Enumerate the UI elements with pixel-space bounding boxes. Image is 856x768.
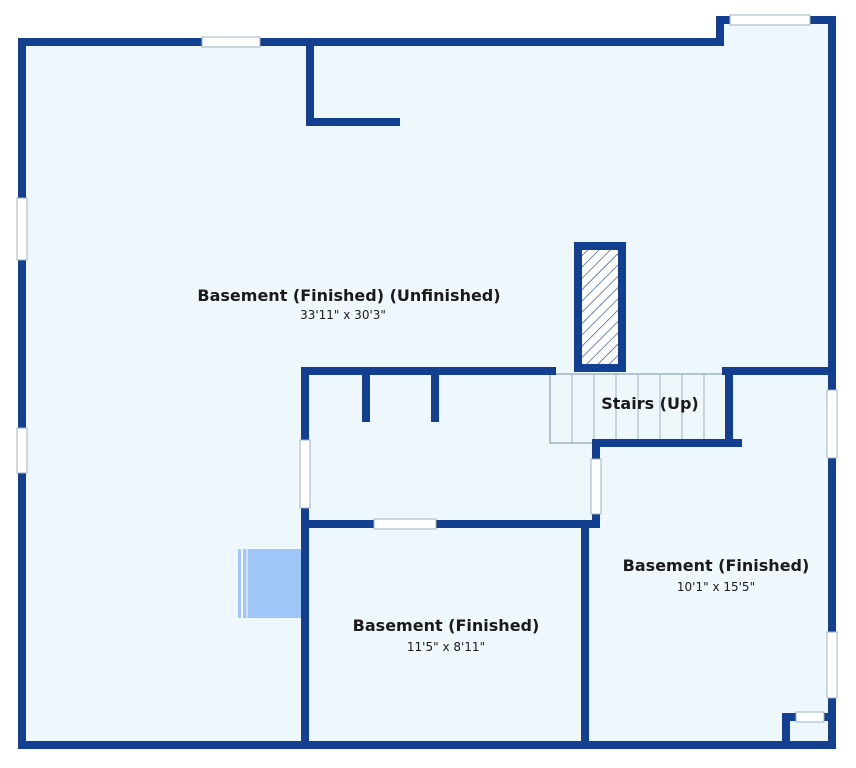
opening-closet: [795, 711, 825, 723]
window-top-left: [201, 36, 261, 48]
chimney: [574, 242, 626, 372]
room-name: Basement (Finished) (Unfinished): [197, 286, 500, 305]
room-label-right: Basement (Finished) 10'1" x 15'5": [623, 556, 810, 594]
room-dimensions: 11'5" x 8'11": [407, 640, 485, 654]
window-top-right: [729, 14, 811, 26]
stairs: [549, 373, 727, 444]
floor-area: [22, 20, 832, 745]
fixture: [238, 549, 302, 618]
room-name: Basement (Finished): [353, 616, 540, 635]
room-dimensions: 33'11" x 30'3": [300, 308, 386, 322]
window-left-lower: [16, 427, 28, 474]
opening-inner-mid: [590, 458, 602, 515]
opening-small-room: [373, 518, 437, 530]
window-right-lower: [826, 631, 838, 699]
window-left-upper: [16, 197, 28, 261]
windows: [16, 14, 838, 723]
room-label-small: Basement (Finished) 11'5" x 8'11": [353, 616, 540, 654]
room-name: Stairs (Up): [601, 394, 699, 413]
room-label-main: Basement (Finished) (Unfinished) 33'11" …: [197, 286, 500, 322]
room-dimensions: 10'1" x 15'5": [677, 580, 755, 594]
window-right-upper: [826, 389, 838, 459]
room-name: Basement (Finished): [623, 556, 810, 575]
opening-inner-left: [299, 439, 311, 509]
room-label-stairs: Stairs (Up): [601, 394, 699, 413]
